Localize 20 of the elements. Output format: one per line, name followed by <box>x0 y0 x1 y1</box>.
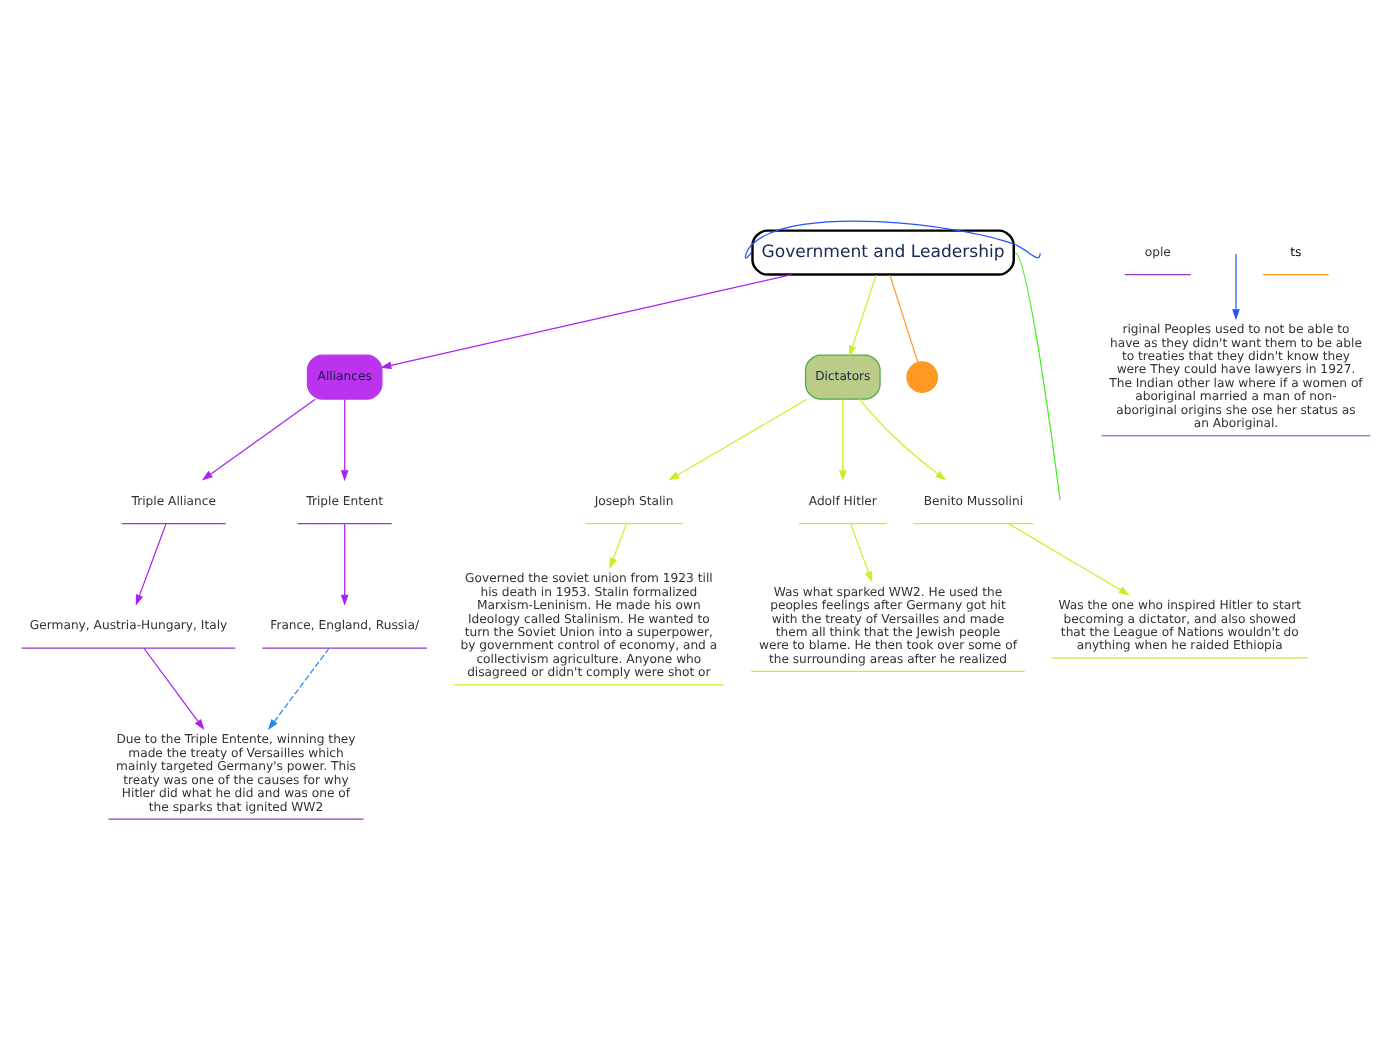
arrow <box>135 523 167 606</box>
arrow <box>668 398 808 481</box>
arrow <box>859 398 947 481</box>
arrow <box>201 398 316 481</box>
arrow <box>609 523 627 569</box>
arrow <box>850 523 873 583</box>
arrow <box>267 647 330 731</box>
arrow <box>143 647 205 731</box>
arrow <box>340 399 349 482</box>
arrow <box>380 273 793 370</box>
node-box: Government and Leadership <box>751 229 1015 276</box>
arrow <box>1008 523 1130 596</box>
arrow <box>340 523 349 606</box>
node-circle <box>906 361 939 393</box>
arrow <box>1232 253 1240 321</box>
connector <box>744 220 1041 259</box>
arrow <box>838 399 847 482</box>
connector <box>1014 252 1061 501</box>
connector <box>889 274 919 364</box>
arrow <box>848 274 877 357</box>
